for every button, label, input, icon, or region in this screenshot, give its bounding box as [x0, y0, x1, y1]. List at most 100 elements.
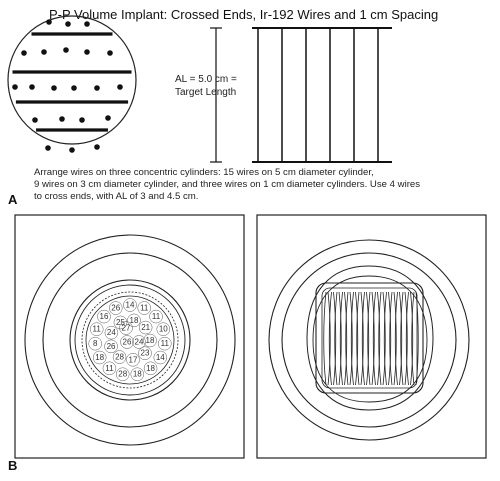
wire-trace: [411, 291, 415, 386]
dose-contour: [92, 350, 107, 365]
wire-dot: [63, 47, 69, 53]
dose-contour: [115, 367, 130, 381]
wire-trace: [366, 291, 370, 386]
dose-contour: [97, 309, 111, 324]
wire-trace: [349, 291, 353, 386]
wire-number: 11: [105, 364, 114, 373]
wire-dot: [94, 144, 100, 150]
wire-number: 10: [159, 325, 168, 334]
wire-trace: [327, 291, 331, 386]
wire-trace: [389, 291, 393, 386]
dose-contour: [149, 309, 163, 324]
dose-contour: [132, 335, 146, 349]
wire-dot: [105, 115, 111, 121]
wire-dot: [51, 85, 57, 91]
wire-dot: [65, 21, 71, 27]
dose-contour: [104, 339, 118, 354]
dose-contour: [137, 301, 151, 315]
wire-trace: [344, 291, 348, 386]
wire-number: 21: [141, 323, 150, 332]
description-line-3: to cross ends, with AL of 3 and 4.5 cm.: [34, 191, 198, 202]
dose-contour: [88, 336, 102, 351]
figure-title: P-P Volume Implant: Crossed Ends, Ir-192…: [49, 7, 438, 22]
wire-trace: [328, 291, 332, 386]
wire-number: 17: [129, 355, 138, 364]
dose-contour: [127, 313, 141, 328]
wire-dot: [29, 84, 35, 90]
wire-dot: [46, 19, 52, 25]
dose-contour: [120, 335, 134, 349]
left-image-frame: [14, 214, 245, 459]
wire-trace: [404, 291, 408, 386]
panel-label-a: A: [8, 192, 18, 207]
wire-number: 28: [118, 370, 127, 379]
wire-dot: [41, 49, 47, 55]
dose-contour: [104, 325, 119, 340]
dose-contour: [123, 298, 137, 312]
wire-dot: [69, 147, 75, 153]
wire-trace: [338, 291, 342, 386]
wire-trace: [378, 291, 382, 386]
wire-number: 11: [140, 304, 149, 313]
length-bracket: [210, 27, 222, 163]
wire-number: 26: [111, 304, 120, 313]
panel-label-b: B: [8, 458, 17, 473]
dose-contour: [130, 367, 145, 381]
wire-number: 25: [116, 318, 125, 327]
wire-dot: [71, 85, 77, 91]
wire-trace: [356, 291, 360, 386]
dose-contour: [138, 320, 153, 335]
wire-dot: [107, 50, 113, 56]
wire-dot: [117, 84, 123, 90]
dose-contour: [112, 350, 127, 364]
length-label-line-1: AL = 5.0 cm =: [175, 74, 237, 85]
dose-contour: [143, 361, 158, 376]
wire-number: 26: [107, 342, 116, 351]
dose-contour: [143, 333, 157, 348]
wire-number: 28: [115, 353, 124, 362]
wire-number: 11: [152, 312, 161, 321]
wire-dot: [79, 117, 85, 123]
wire-trace: [377, 291, 381, 386]
wire-trace: [415, 291, 419, 386]
dose-contour: [109, 301, 123, 315]
wire-number: 14: [126, 301, 135, 310]
dose-contour: [126, 353, 140, 367]
dose-contour: [156, 322, 171, 336]
wire-trace: [367, 291, 371, 386]
wire-number: 24: [135, 338, 144, 347]
wire-trace: [410, 291, 414, 386]
side-view-diagram: [252, 27, 392, 163]
wire-trace: [382, 291, 386, 386]
wire-trace: [400, 291, 404, 386]
wire-dot: [84, 49, 90, 55]
wire-trace: [405, 291, 409, 386]
dose-contour: [158, 336, 172, 351]
cylinder-outline: [7, 15, 137, 145]
wire-dot: [32, 117, 38, 123]
dose-contour: [113, 315, 128, 330]
wire-dot: [59, 116, 65, 122]
wire-trace: [399, 291, 403, 386]
wire-dot: [21, 50, 27, 56]
dose-contour: [119, 321, 133, 335]
wire-trace: [355, 291, 359, 386]
wire-dot: [84, 21, 90, 27]
wire-number: 8: [93, 339, 98, 348]
wire-trace: [334, 291, 338, 386]
description-line-1: Arrange wires on three concentric cylind…: [34, 167, 374, 178]
dose-contour: [138, 346, 152, 360]
wire-trace: [393, 291, 397, 386]
wire-trace: [383, 291, 387, 386]
wire-dots: [12, 19, 123, 153]
wire-trace: [339, 291, 343, 386]
wire-number: 23: [141, 349, 150, 358]
wire-trace: [394, 291, 398, 386]
wire-trace: [361, 291, 365, 386]
right-image-frame: [256, 214, 487, 459]
wire-number: 11: [161, 339, 170, 348]
wire-number: 16: [100, 312, 109, 321]
wire-number: 26: [123, 338, 132, 347]
